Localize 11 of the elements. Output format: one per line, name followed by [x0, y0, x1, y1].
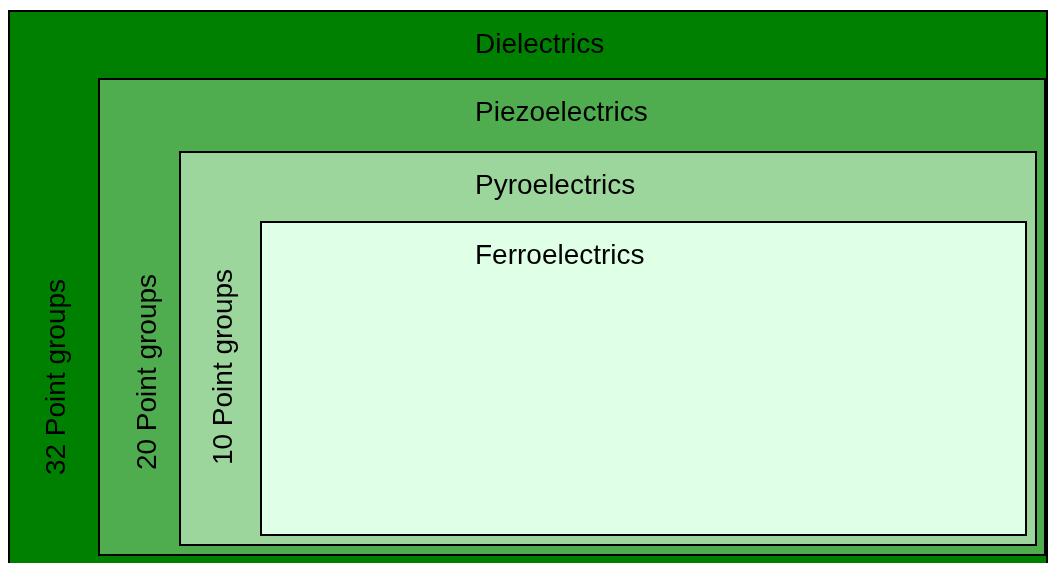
set-box	[98, 78, 1046, 556]
point-group-label: 10 Point groups	[207, 268, 239, 466]
point-group-label: 20 Point groups	[131, 273, 163, 471]
point-group-label: 32 Point groups	[40, 278, 72, 476]
set-box	[179, 151, 1037, 546]
set-title: Pyroelectrics	[475, 169, 636, 201]
set-title: Piezoelectrics	[475, 96, 648, 128]
set-title: Dielectrics	[475, 28, 605, 60]
set-title: Ferroelectrics	[475, 239, 645, 271]
set-box	[260, 221, 1027, 536]
set-box	[8, 10, 1048, 563]
